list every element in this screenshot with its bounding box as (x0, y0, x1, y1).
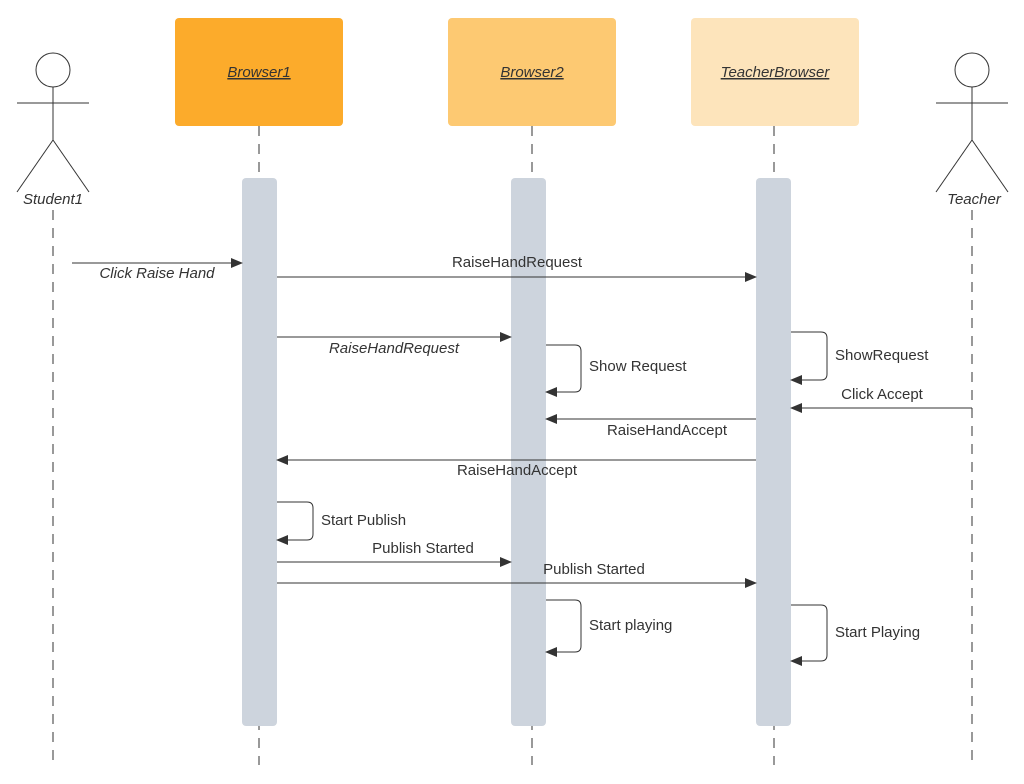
actor-teacher-icon[interactable] (935, 52, 1009, 193)
message-publish-started-to-browser2-label: Publish Started (372, 540, 474, 557)
activation-teacher-browser (756, 178, 791, 726)
participant-teacher-browser-name: TeacherBrowser (721, 64, 831, 81)
actor-teacher-name: Teacher (947, 191, 1002, 208)
activation-browser1 (242, 178, 277, 726)
participant-browser1-name: Browser1 (227, 64, 290, 81)
message-start-playing-browser2-arrow (545, 599, 582, 657)
message-start-publish-label: Start Publish (321, 512, 406, 529)
message-click-raise-hand-label: Click Raise Hand (99, 265, 215, 282)
participant-browser1-box[interactable] (175, 18, 343, 126)
activation-browser2 (511, 178, 546, 726)
message-show-request-teacher-label: ShowRequest (835, 347, 929, 364)
actor-student1-name: Student1 (23, 191, 83, 208)
message-show-request-browser2-label: Show Request (589, 358, 687, 375)
message-raise-hand-request-to-teacher-label: RaiseHandRequest (452, 254, 583, 271)
participant-browser2-name: Browser2 (500, 64, 564, 81)
message-raise-hand-request-to-browser2-label: RaiseHandRequest (329, 340, 460, 357)
message-start-playing-browser2-label: Start playing (589, 617, 672, 634)
message-publish-started-to-teacher-label: Publish Started (543, 561, 645, 578)
message-show-request-teacher-arrow (790, 331, 828, 385)
participant-teacher-browser-box[interactable] (691, 18, 859, 126)
actor-student1-icon[interactable] (16, 52, 90, 193)
message-start-playing-teacher-label: Start Playing (835, 624, 920, 641)
message-raise-hand-accept-to-browser2-label: RaiseHandAccept (607, 422, 728, 439)
message-start-publish-arrow (276, 501, 314, 545)
message-raise-hand-accept-to-browser1-label: RaiseHandAccept (457, 462, 578, 479)
message-start-playing-teacher-arrow (790, 604, 828, 666)
participant-browser2-box[interactable] (448, 18, 616, 126)
message-click-accept-label: Click Accept (841, 386, 924, 403)
message-show-request-browser2-arrow (545, 344, 582, 397)
